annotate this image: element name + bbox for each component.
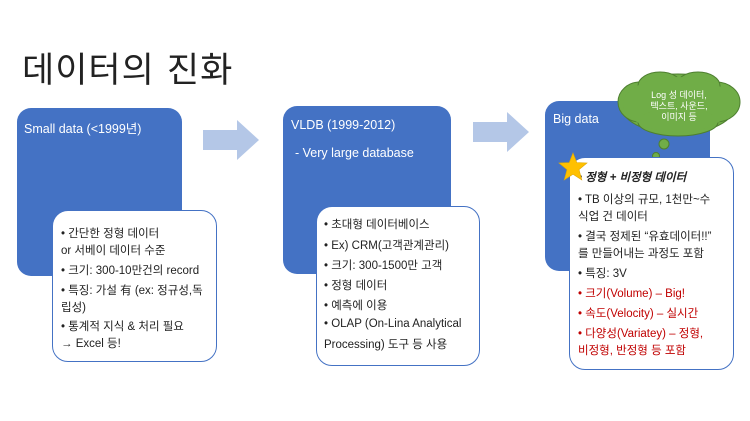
star-icon [558, 152, 588, 181]
small-data-line-5: 립성) [61, 302, 86, 314]
small-data-line-1: • 간단한 정형 데이터 [61, 228, 160, 240]
vldb-line-2: • Ex) CRM(고객관계관리) [324, 240, 449, 252]
cloud-callout-shape [617, 71, 741, 169]
stage-big-data-heading: Big data [553, 112, 599, 126]
vldb-line-6: • OLAP (On-Lina Analytical [324, 318, 462, 330]
vldb-line-4: • 정형 데이터 [324, 280, 388, 292]
small-data-line-6: • 통계적 지식 & 처리 필요 [61, 321, 184, 333]
small-data-line-2: or 서베이 데이터 수준 [61, 245, 166, 257]
big-data-line-5: 를 만들어내는 과정도 포함 [578, 248, 704, 260]
big-data-line-2: • TB 이상의 규모, 1천만~수 [578, 194, 711, 206]
big-data-line-3: 식업 건 데이터 [578, 211, 648, 223]
vldb-line-1: • 초대형 데이터베이스 [324, 219, 430, 231]
small-data-line-7: → Excel 등! [61, 338, 121, 350]
cloud-callout-text: Log 성 데이터, 텍스트, 사운드, 이미지 등 [624, 90, 734, 123]
cloud-line-3: 이미지 등 [661, 112, 697, 122]
cloud-line-1: Log 성 데이터, [651, 90, 707, 100]
stage-vldb-subheading: - Very large database [295, 146, 414, 160]
small-data-line-4: • 특징: 가설 有 (ex: 정규성,독 [61, 285, 203, 297]
small-data-card: • 간단한 정형 데이터 or 서베이 데이터 수준 • 크기: 300-10만… [52, 210, 217, 362]
vldb-card: • 초대형 데이터베이스 • Ex) CRM(고객관계관리) • 크기: 300… [316, 206, 480, 366]
cloud-line-2: 텍스트, 사운드, [650, 101, 708, 111]
big-data-line-6: • 특징: 3V [578, 268, 627, 280]
vldb-line-3: • 크기: 300-1500만 고객 [324, 260, 443, 272]
big-data-line-9: • 다양성(Variatey) – 정형, [578, 328, 704, 340]
big-data-line-7: • 크기(Volume) – Big! [578, 288, 685, 300]
stage-small-data-heading: Small data (<1999년) [24, 122, 142, 136]
big-data-line-4: • 결국 정제된 “유효데이터!!” [578, 231, 712, 243]
small-data-line-3: • 크기: 300-10만건의 record [61, 265, 200, 277]
vldb-line-7: Processing) 도구 등 사용 [324, 339, 448, 351]
page-title: 데이터의 진화 [22, 51, 234, 91]
big-data-line-1: • 정형 + 비정형 데이터 [578, 172, 687, 184]
arrow-right-icon-2 [473, 112, 529, 152]
vldb-line-5: • 예측에 이용 [324, 300, 388, 312]
big-data-line-10: 비정형, 반정형 등 포함 [578, 345, 686, 357]
big-data-line-8: • 속도(Velocity) – 실시간 [578, 308, 699, 320]
arrow-right-icon-1 [203, 120, 259, 160]
stage-vldb-heading: VLDB (1999-2012) [291, 118, 396, 132]
big-data-card: • 정형 + 비정형 데이터 • TB 이상의 규모, 1천만~수 식업 건 데… [569, 157, 734, 370]
